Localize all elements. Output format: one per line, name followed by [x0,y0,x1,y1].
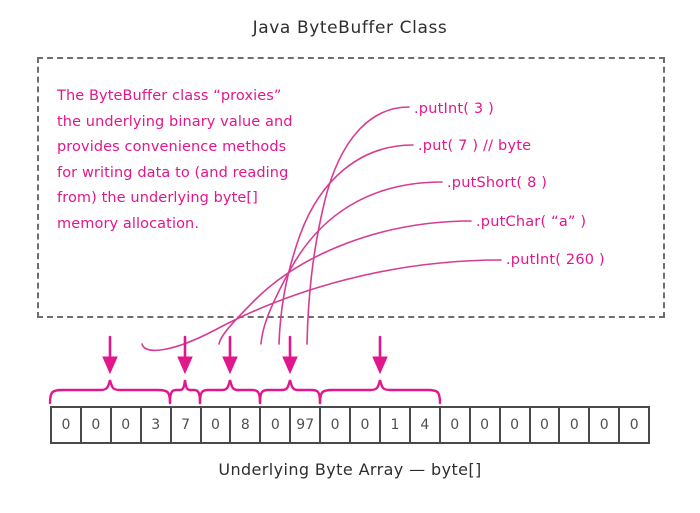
explanation-line: memory allocation. [57,215,200,232]
byte-cell: 97 [291,408,322,442]
arrow-to-brace-2 [177,335,193,375]
brace-put-7 [168,379,202,405]
byte-array-caption: Underlying Byte Array — byte[] [218,460,482,479]
explanation-line: provides convenience methods [57,139,287,155]
method-label-putchar-a: .putChar( “a” ) [476,214,587,230]
brace-putint-260 [318,379,442,405]
byte-cell: 0 [81,408,112,442]
method-label-putint-260: .putInt( 260 ) [506,252,605,268]
byte-cell: 0 [201,408,232,442]
byte-group-braces [48,379,442,405]
method-label-putshort-8: .putShort( 8 ) [447,175,548,191]
explanation-line: for writing data to (and reading [57,164,289,181]
method-label-putint-3: .putInt( 3 ) [414,101,494,117]
brace-putchar-a [258,379,322,405]
byte-cell: 0 [620,408,649,442]
byte-cell: 0 [351,408,381,442]
arrow-to-brace-4 [282,335,298,375]
explanation-line: from) the underlying byte[] [57,190,258,206]
arrow-to-brace-3 [222,335,238,375]
page-title: Java ByteBuffer Class [252,18,448,38]
byte-cell: 3 [141,408,172,442]
byte-cell: 0 [500,408,531,442]
byte-cell: 1 [380,408,411,442]
byte-cell: 0 [440,408,471,442]
byte-cell: 0 [530,408,561,442]
brace-putint-3 [48,379,172,405]
byte-cell: 4 [410,408,441,442]
explanation-text: The ByteBuffer class “proxies” the under… [57,84,377,237]
brace-putshort-8 [198,379,262,405]
byte-cell: 0 [52,408,82,442]
byte-cell: 0 [111,408,142,442]
explanation-line: the underlying binary value and [57,113,293,130]
byte-cell: 0 [261,408,292,442]
pointer-arrows [102,335,388,375]
byte-array-grid: 0 0 0 3 7 0 8 0 97 0 0 1 4 0 0 0 0 0 0 0 [50,406,650,444]
byte-cell: 0 [590,408,621,442]
byte-cell: 7 [171,408,202,442]
byte-cell: 0 [321,408,352,442]
byte-cell: 0 [560,408,591,442]
byte-cell: 8 [231,408,262,442]
byte-cell: 0 [470,408,501,442]
explanation-line: The ByteBuffer class “proxies” [57,88,282,104]
arrow-to-brace-5 [372,335,388,375]
arrow-to-brace-1 [102,335,118,375]
method-label-put-7: .put( 7 ) // byte [418,138,532,154]
